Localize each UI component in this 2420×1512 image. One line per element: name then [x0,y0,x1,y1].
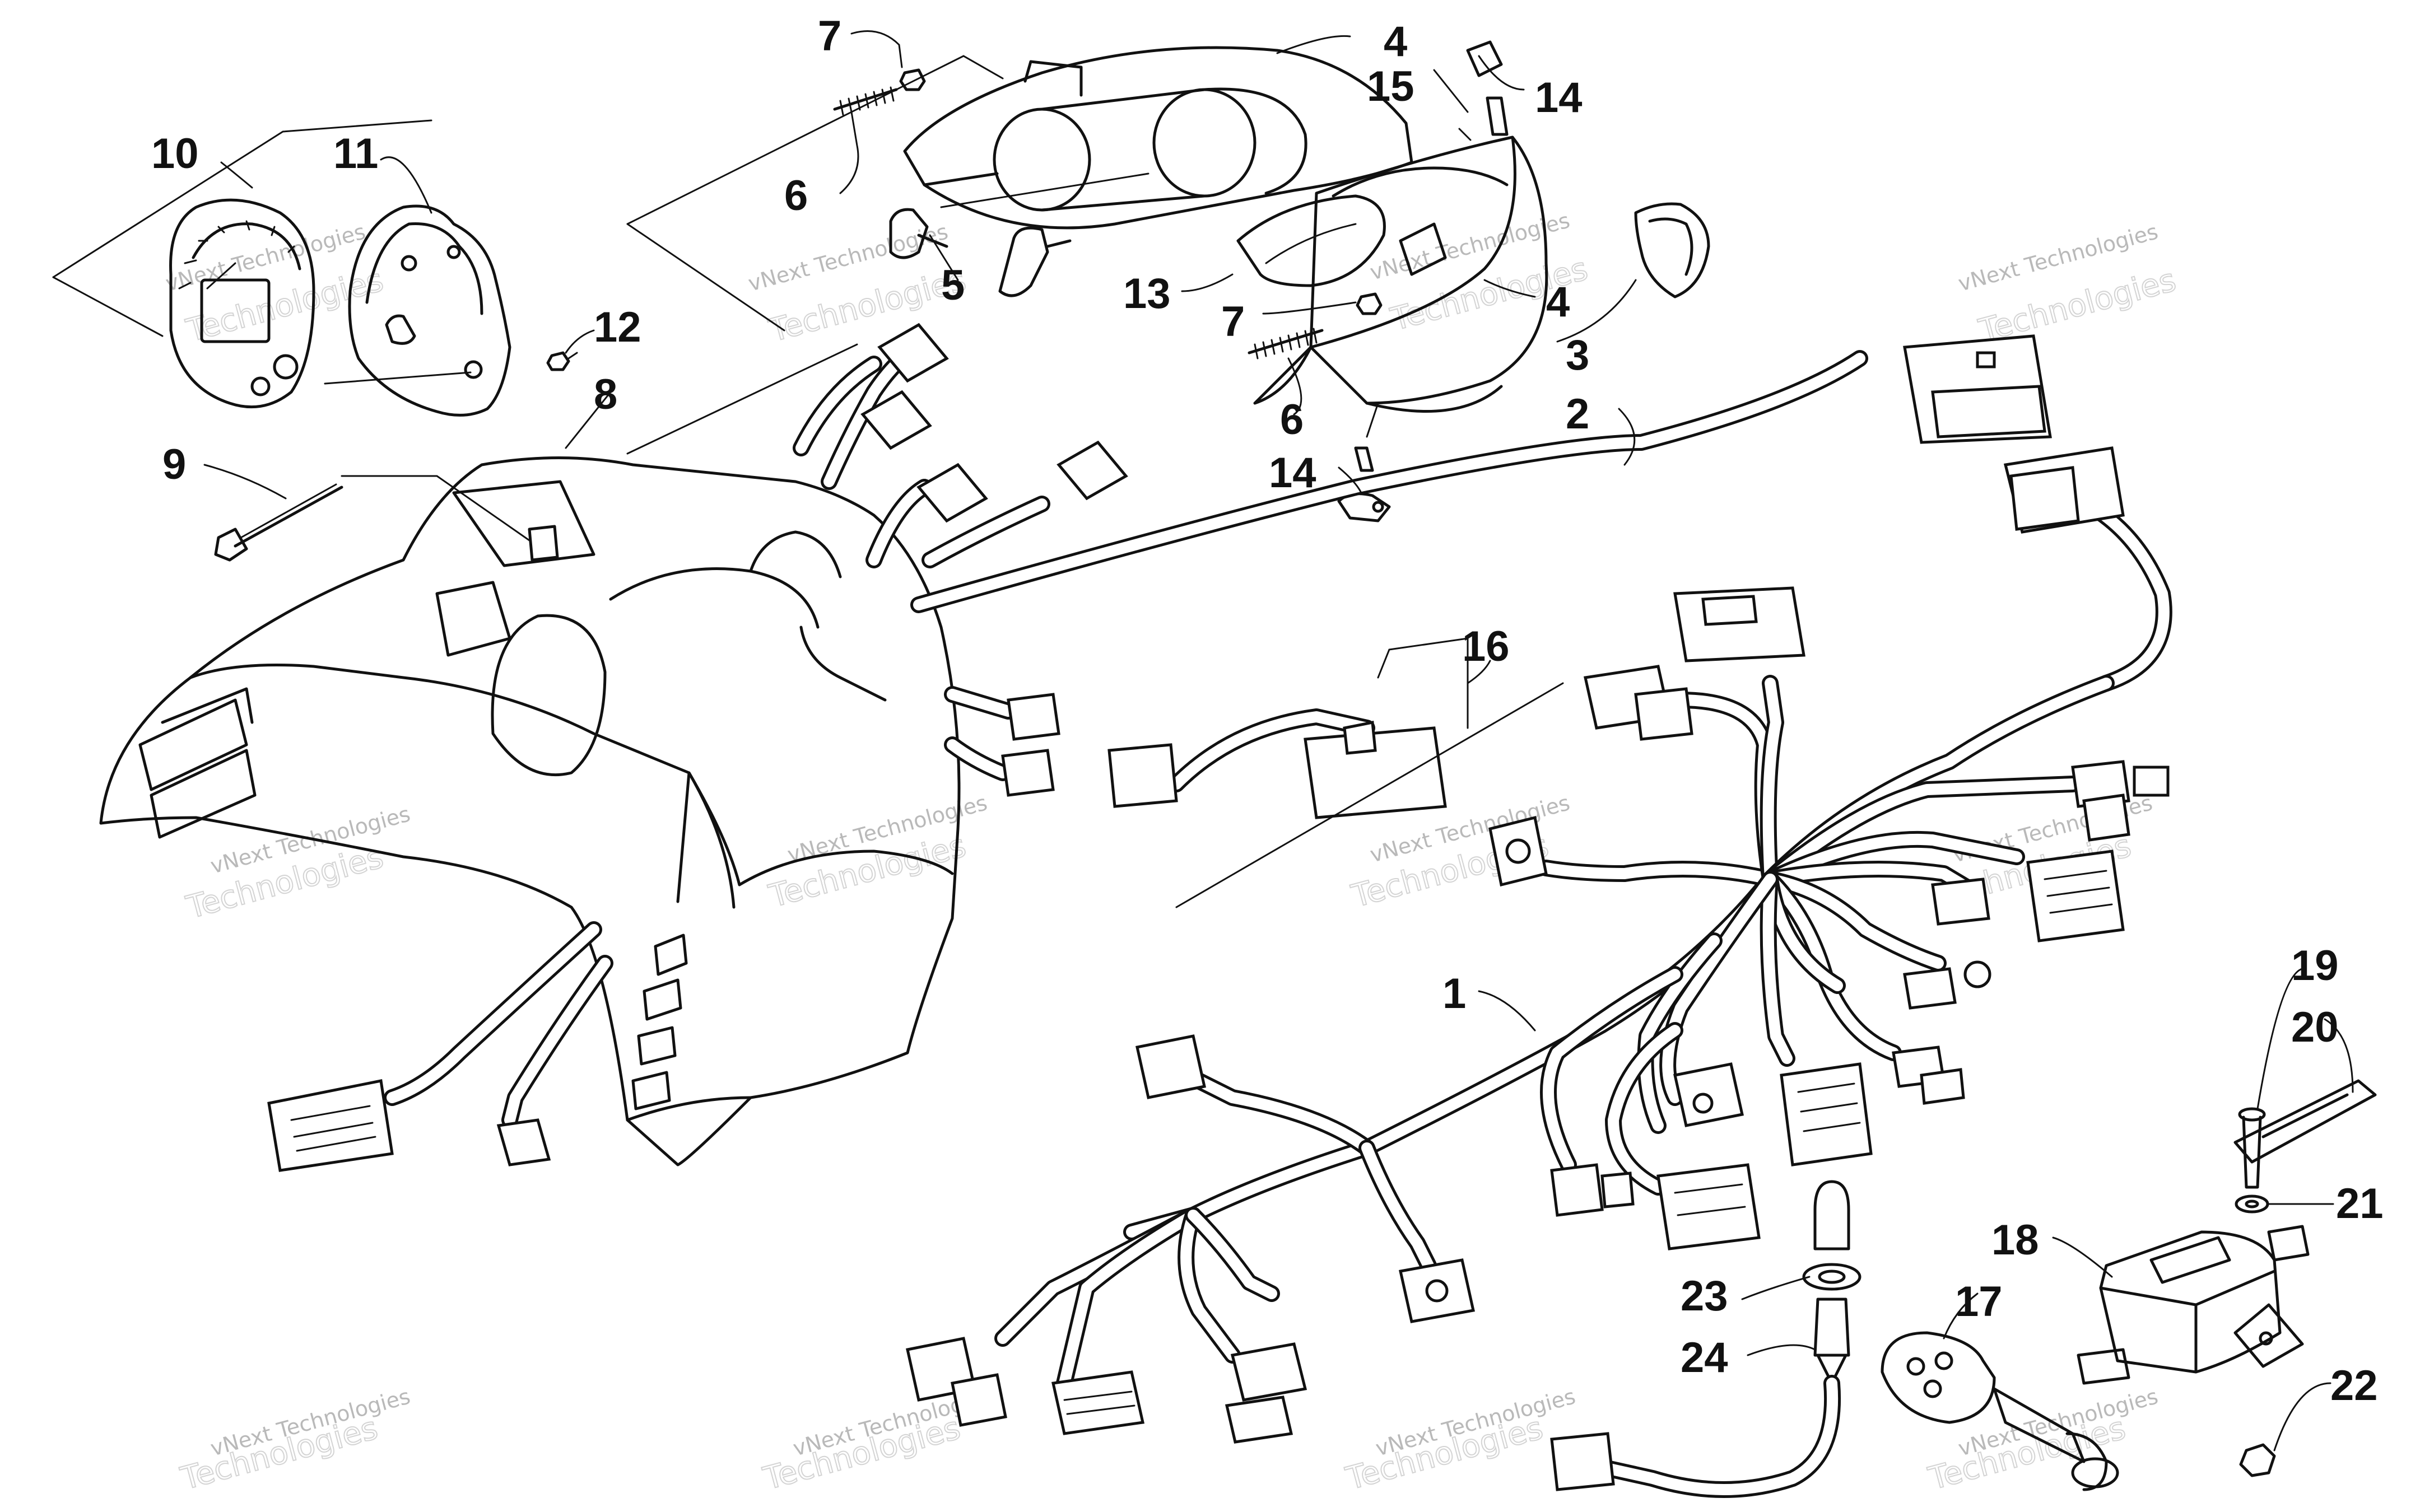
screw-7 [1356,292,1383,315]
bracket-plate [2233,1303,2304,1368]
callout-22: 22 [2330,1362,2378,1410]
callout-6: 6 [1280,396,1304,444]
callout-8: 8 [594,371,617,418]
connector [496,1118,551,1166]
callout-13: 13 [1123,270,1171,318]
connector [1903,967,1957,1010]
multi-pin-connector [1780,1062,1873,1166]
adjust-spring [833,86,1324,360]
connector [916,463,988,523]
headlight-assembly [626,40,1548,522]
callout-5: 5 [941,262,965,309]
nut-12 [546,351,570,371]
key-fob-17 [1881,1331,2119,1491]
connector [877,323,949,383]
callout-7: 7 [818,12,841,60]
clip-14 [1466,40,1503,77]
callout-1: 1 [1442,970,1466,1018]
callout-21: 21 [2336,1180,2384,1228]
bolt-9 [214,475,530,562]
callout-12: 12 [594,304,641,351]
connector [1057,440,1128,501]
callout-18: 18 [1991,1216,2039,1264]
washer-23 [1802,1263,1861,1291]
connector [860,390,932,450]
connector [1135,1034,1206,1099]
watermarks: vNext Technologies Technologies vNext Te… [163,208,2180,1498]
headlight-housing [903,46,1413,230]
band-clamp-3 [1634,202,1710,298]
leader-lines [203,30,2354,1452]
callout-20: 20 [2291,1004,2339,1051]
dash-harness [267,686,1060,1172]
screw-7 [899,68,926,91]
callout-4: 4 [1384,18,1407,66]
callout-10: 10 [151,130,199,178]
clip-8 [528,525,559,562]
callout-14: 14 [1535,74,1583,122]
strap-20 [2233,1079,2377,1164]
multi-pin-connector [1051,1370,1145,1435]
ring-terminal [1963,960,1991,988]
callout-24: 24 [1681,1334,1728,1382]
callout-16: 16 [1462,623,1510,670]
harness-connectors [906,586,2170,1444]
connector [2082,794,2130,842]
switch-assembly [1550,1180,1861,1498]
callout-6: 6 [784,172,808,220]
callout-14: 14 [1269,449,1316,497]
callout-2: 2 [1566,390,1589,438]
connector [1488,815,1548,887]
callouts: 1 2 3 4 4 5 6 6 7 7 8 9 10 11 12 13 14 1… [151,12,2384,1410]
multi-pin-connector [267,1079,394,1172]
pin-15 [1486,96,1509,136]
callout-7: 7 [1221,298,1245,346]
connector [1550,1432,1615,1491]
speedometer-gauge [169,198,315,409]
callout-9: 9 [162,441,186,488]
connector [1931,878,1990,926]
connector [1001,749,1055,797]
harness-2 [793,323,2172,692]
fairing-dash [99,456,961,1166]
connector [1007,693,1060,741]
connector [1550,1163,1604,1217]
callout-15: 15 [1367,63,1414,110]
callout-19: 19 [2291,942,2339,990]
module-16 [1107,637,1564,908]
callout-17: 17 [1955,1278,2003,1326]
main-harness-1 [906,586,2170,1444]
callout-23: 23 [1681,1272,1728,1320]
connector [1230,1342,1307,1402]
switch-boot-23 [1813,1180,1850,1250]
screw-19 [2238,1107,2266,1189]
callout-11: 11 [333,130,378,178]
callout-3: 3 [1566,332,1589,379]
connector [1398,1258,1476,1323]
nut-22 [2239,1443,2276,1477]
control-module-18 [2077,1225,2310,1385]
switch-24 [1813,1298,1850,1357]
gauge-cover [324,204,511,417]
callout-4: 4 [1546,278,1570,326]
multi-pin-connector [2026,850,2125,942]
reflector-13 [1236,194,1386,287]
gauge-assembly [52,119,578,417]
washer-21 [2235,1194,2269,1214]
